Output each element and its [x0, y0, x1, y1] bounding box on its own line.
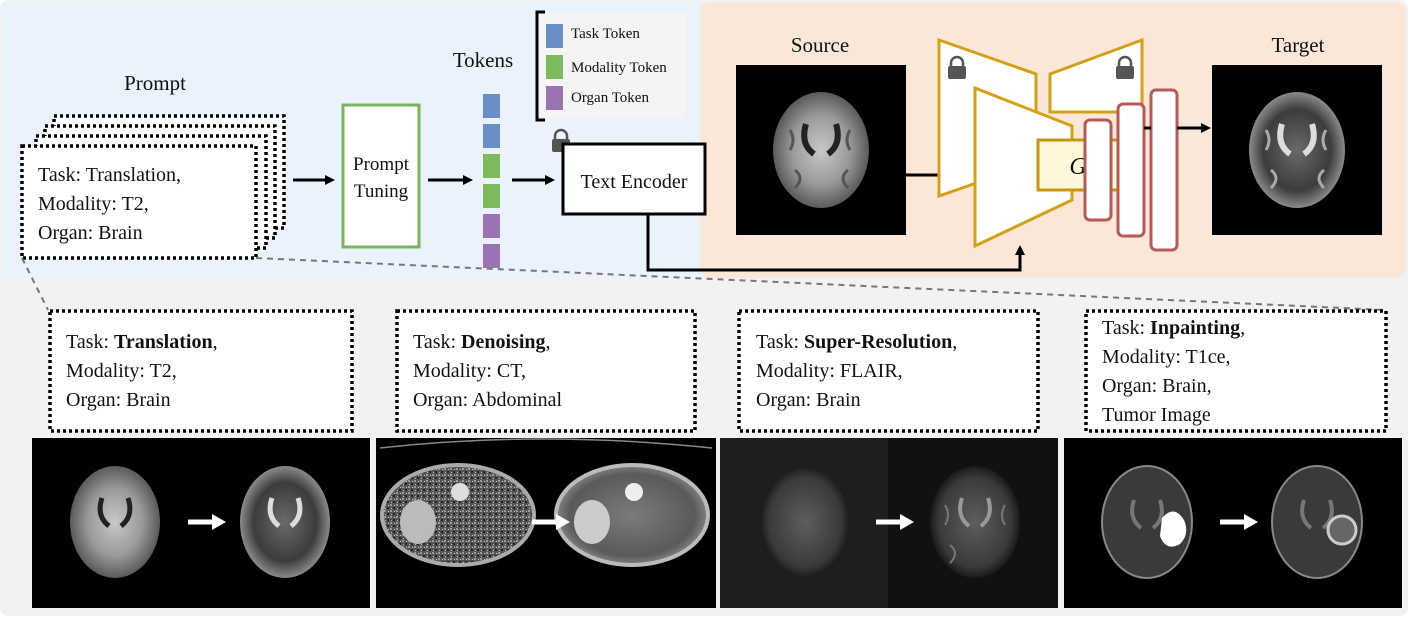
- modality-token-1: [483, 154, 500, 178]
- organ-line: Organ: Brain,: [1102, 375, 1212, 397]
- legend-organ-swatch: [546, 86, 563, 110]
- example-text-super-resolution: Task: Super-Resolution, Modality: FLAIR,…: [756, 328, 957, 415]
- decoder-bar-1: [1083, 118, 1113, 222]
- task-suffix: ,: [212, 331, 218, 353]
- modality-token-2: [483, 184, 500, 208]
- unet-encoder-front: [973, 85, 1074, 249]
- task-token-1: [483, 94, 500, 118]
- prompt-card-task: Task: Translation,: [38, 164, 181, 186]
- task-token-2: [483, 124, 500, 148]
- example-box-super-resolution: [737, 309, 1040, 433]
- example-image-super-resolution: [720, 438, 1058, 608]
- text-encoder-box: [561, 142, 707, 216]
- organ-token-2: [483, 244, 500, 268]
- task-name: Translation: [114, 331, 213, 353]
- prompt-tuning-box: [341, 103, 421, 249]
- task-prefix: Task:: [1102, 317, 1151, 339]
- target-label: Target: [1272, 33, 1325, 57]
- prompt-title: Prompt: [124, 71, 186, 95]
- prompt-card-modality: Modality: T2,: [38, 193, 149, 215]
- target-image: [1212, 65, 1382, 235]
- example-box-inpainting: [1084, 309, 1388, 433]
- organ-line: Organ: Abdominal: [413, 389, 563, 411]
- prompt-card: [20, 144, 258, 260]
- modality-line: Modality: T1ce,: [1102, 346, 1231, 368]
- example-image-denoising: [376, 438, 716, 608]
- token-legend-bg: [540, 14, 686, 118]
- modality-line: Modality: CT,: [413, 360, 526, 382]
- example-text-translation: Task: Translation, Modality: T2, Organ: …: [66, 328, 218, 415]
- token-legend-bracket: [535, 10, 545, 122]
- example-task-line: Task: Inpainting,: [1102, 314, 1245, 343]
- example-task-line: Task: Translation,: [66, 328, 218, 357]
- task-prefix: Task:: [756, 331, 805, 353]
- example-box-translation: [48, 309, 354, 433]
- modality-line: Modality: T2,: [66, 360, 177, 382]
- text-encoder-label: Text Encoder: [581, 171, 688, 193]
- source-label: Source: [791, 33, 849, 57]
- legend-task-swatch: [546, 24, 563, 48]
- example-task-line: Task: Super-Resolution,: [756, 328, 957, 357]
- example-text-denoising: Task: Denoising, Modality: CT, Organ: Ab…: [413, 328, 562, 415]
- example-box-denoising: [395, 309, 697, 433]
- organ-token-1: [483, 214, 500, 238]
- organ-line: Organ: Brain: [66, 389, 171, 411]
- legend-modality-swatch: [546, 55, 563, 79]
- example-image-translation: [32, 438, 370, 608]
- task-suffix: ,: [1240, 317, 1246, 339]
- example-text-inpainting: Task: Inpainting, Modality: T1ce, Organ:…: [1102, 314, 1245, 430]
- extra-line: Tumor Image: [1102, 404, 1211, 426]
- zoom-line-left: [21, 257, 49, 311]
- task-name: Denoising: [461, 331, 546, 353]
- unet-lock-icon-left: [948, 55, 966, 79]
- generator-label: G: [1069, 154, 1086, 180]
- modality-line: Modality: FLAIR,: [756, 360, 903, 382]
- legend-task-label: Task Token: [571, 26, 640, 42]
- task-suffix: ,: [952, 331, 958, 353]
- prompt-tuning-line2: Tuning: [354, 181, 409, 202]
- zoom-line-right: [255, 257, 1387, 311]
- unet-lock-icon-right: [1116, 55, 1134, 79]
- source-image: [736, 65, 906, 235]
- prompt-tuning-line1: Prompt: [353, 154, 410, 175]
- organ-line: Organ: Brain: [756, 389, 861, 411]
- decoder-bar-2: [1116, 102, 1146, 238]
- legend-organ-label: Organ Token: [571, 90, 649, 106]
- tokens-title: Tokens: [453, 48, 513, 72]
- task-suffix: ,: [545, 331, 551, 353]
- task-name: Super-Resolution: [804, 331, 953, 353]
- decoder-bar-3: [1149, 88, 1179, 252]
- arrow-encoder-to-generator: [646, 214, 1025, 272]
- legend-modality-label: Modality Token: [571, 60, 667, 76]
- unet-decoder-back: [1048, 37, 1144, 114]
- example-task-line: Task: Denoising,: [413, 328, 562, 357]
- task-name: Inpainting: [1150, 317, 1241, 339]
- task-prefix: Task:: [66, 331, 115, 353]
- prompt-card-organ: Organ: Brain: [38, 222, 143, 244]
- example-image-inpainting: [1064, 438, 1402, 608]
- task-prefix: Task:: [413, 331, 462, 353]
